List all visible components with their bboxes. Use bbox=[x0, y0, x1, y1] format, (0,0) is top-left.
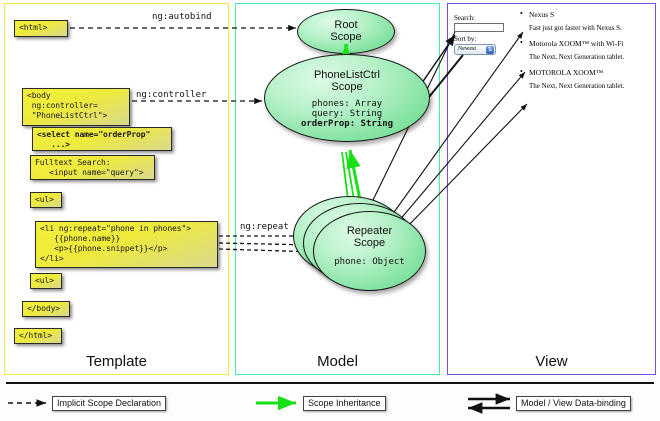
scope-phonelistctrl: PhoneListCtrl Scope phones: Array query:… bbox=[264, 54, 430, 142]
legend-label-scope-inheritance: Scope Inheritance bbox=[303, 396, 386, 411]
sort-by-select[interactable]: Newest ⇅ bbox=[454, 44, 496, 55]
legend-label-model-view-data-binding: Model / View Data-binding bbox=[516, 396, 631, 411]
connector-label-autobind: ng:autobind bbox=[152, 12, 212, 22]
scope-phonelistctrl-title: PhoneListCtrl Scope bbox=[313, 69, 381, 93]
code-box-html-close: </html> bbox=[14, 328, 62, 344]
code-box-html-open: <html> bbox=[14, 20, 68, 37]
column-label-view: View bbox=[535, 353, 568, 370]
code-box-body-open: <body ng:controller= "PhoneListCtrl"> bbox=[22, 88, 130, 126]
code-box-body-close: </body> bbox=[22, 301, 70, 317]
list-item: Nexus S Fast just got faster with Nexus … bbox=[520, 9, 656, 32]
legend-divider bbox=[6, 382, 654, 384]
connector-label-controller: ng:controller bbox=[136, 90, 207, 100]
list-item: MOTOROLA XOOM™ The Next, Next Generation… bbox=[520, 67, 656, 90]
column-label-model: Model bbox=[317, 353, 358, 370]
code-box-select-tag: <select name="orderProp" ...> bbox=[32, 127, 172, 151]
phone-list: Nexus S Fast just got faster with Nexus … bbox=[520, 9, 656, 97]
list-item: Motorola XOOM™ with Wi-Fi The Next, Next… bbox=[520, 38, 656, 61]
chevron-updown-icon: ⇅ bbox=[486, 46, 494, 54]
legend-label-implicit-scope-declaration: Implicit Scope Declaration bbox=[52, 396, 167, 411]
scope-phonelistctrl-props-plain: phones: Array query: String bbox=[311, 99, 383, 119]
scope-root: Root Scope bbox=[297, 9, 395, 54]
scope-root-title: Root Scope bbox=[330, 19, 362, 43]
column-label-template: Template bbox=[86, 353, 147, 370]
scope-phonelistctrl-props-bold: orderProp: String bbox=[300, 119, 394, 129]
column-template: Template bbox=[4, 3, 229, 375]
phone-snippet: Fast just got faster with Nexus S. bbox=[529, 24, 622, 32]
connector-label-repeat: ng:repeat bbox=[240, 222, 289, 232]
phone-name: MOTOROLA XOOM™ bbox=[520, 67, 656, 77]
scope-repeater-props: phone: Object bbox=[334, 257, 405, 267]
phone-snippet: The Next, Next Generation tablet. bbox=[529, 82, 625, 90]
sort-by-label: Sort by: bbox=[454, 35, 477, 43]
scope-repeater-title: Repeater Scope bbox=[346, 225, 393, 249]
code-box-fulltext-search: Fulltext Search: <input name="query"> bbox=[30, 155, 155, 180]
phone-snippet: The Next, Next Generation tablet. bbox=[529, 53, 625, 61]
code-box-ul-open: <ul> bbox=[30, 192, 62, 208]
code-box-li-repeat: <li ng:repeat="phone in phones"> {{phone… bbox=[35, 221, 218, 268]
phone-name: Motorola XOOM™ with Wi-Fi bbox=[520, 38, 656, 48]
code-box-ul-close: <ul> bbox=[30, 273, 62, 289]
phone-name: Nexus S bbox=[520, 9, 656, 19]
search-label: Search: bbox=[454, 14, 475, 22]
scope-repeater: Repeater Scope phone: Object bbox=[313, 211, 426, 291]
sort-by-selected-value: Newest bbox=[458, 46, 476, 52]
search-input[interactable] bbox=[454, 23, 504, 32]
